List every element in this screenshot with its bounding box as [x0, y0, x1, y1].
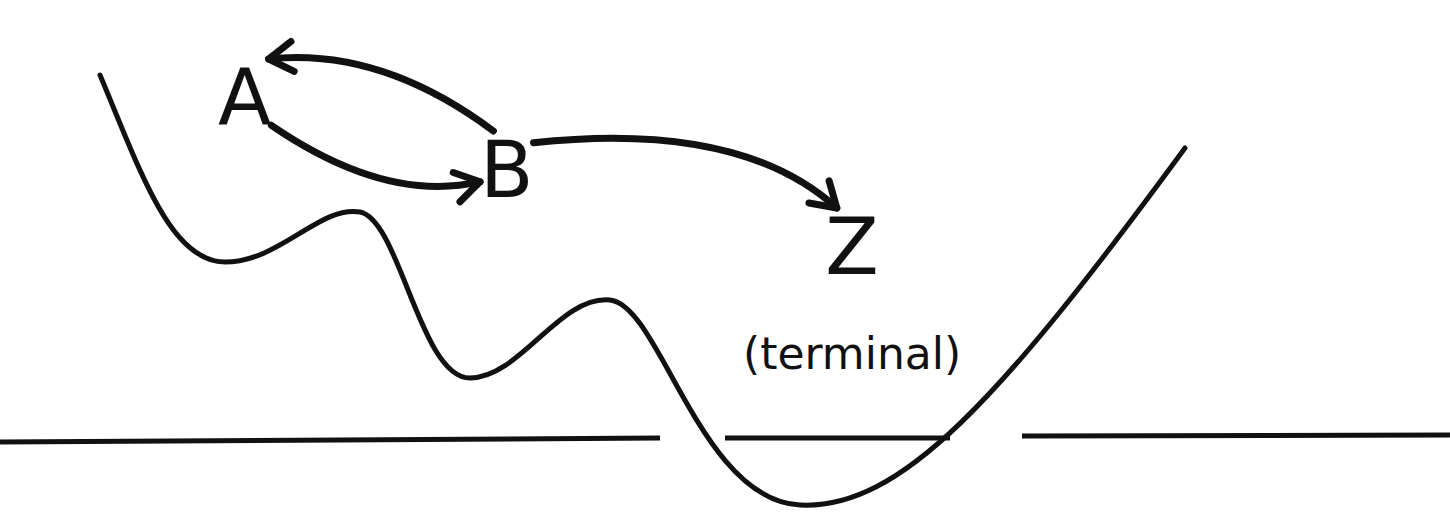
state-node: Z (terminal) [743, 208, 961, 376]
state-node: B [480, 131, 534, 209]
arrow-head [269, 42, 294, 72]
arrow-head [809, 181, 837, 208]
state-label: B [480, 131, 534, 209]
baseline [725, 436, 950, 441]
state-label: Z [825, 208, 878, 286]
transition-arrow [271, 125, 480, 201]
transition-arrow [534, 138, 837, 208]
state-note: (terminal) [743, 332, 961, 376]
state-label: A [218, 59, 271, 137]
baseline [1022, 435, 1450, 436]
baseline [0, 438, 660, 442]
transition-arrow [269, 42, 494, 131]
state-node: A [218, 59, 271, 137]
arrow-head [453, 172, 480, 201]
